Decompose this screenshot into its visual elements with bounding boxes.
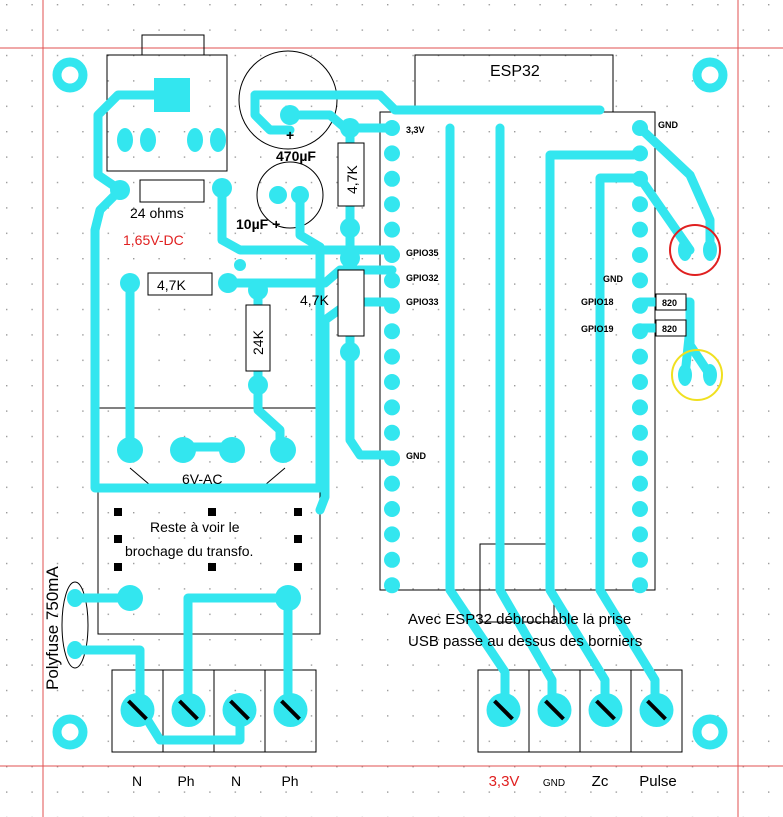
- esp32-pins: [384, 120, 648, 594]
- res47k-c-label: 4,7K: [300, 292, 329, 308]
- resistor-820b-label: 820: [662, 324, 677, 334]
- esp32-pin: [632, 551, 648, 568]
- esp32-pin: [384, 170, 400, 187]
- pin-gnd-left-label: GND: [406, 451, 427, 461]
- terminal-label: GND: [543, 778, 565, 789]
- res24ohm-label: 24 ohms: [130, 205, 184, 221]
- terminal-label: N: [231, 773, 241, 789]
- bias-voltage-label: 1,65V-DC: [123, 232, 184, 248]
- esp32-pin: [384, 145, 400, 162]
- transfo-note-line1: Reste à voir le: [150, 519, 240, 535]
- esp32-pin: [384, 577, 400, 594]
- usb-note-line1: Avec ESP32 débrochable la prise: [408, 611, 631, 628]
- esp32-pin: [384, 221, 400, 238]
- pin-gpio33-label: GPIO33: [406, 297, 439, 307]
- esp32-pin: [632, 374, 648, 390]
- cap470-plus-label: +: [286, 127, 294, 143]
- terminal-label: Pulse: [639, 773, 677, 790]
- pin-3v3-label: 3,3V: [406, 125, 425, 135]
- cap10-label: 10µF +: [236, 216, 280, 232]
- screw-terminal: [120, 693, 155, 727]
- esp32-pin: [384, 424, 400, 441]
- esp32-pin: [632, 475, 648, 492]
- resistor-bodies: [139, 142, 687, 372]
- ac6v-label: 6V-AC: [182, 471, 222, 487]
- pin-gnd-right-mid-label: GND: [603, 274, 624, 284]
- pin-gpio18-label: GPIO18: [581, 297, 614, 307]
- screw-terminal: [171, 693, 206, 727]
- esp32-pin: [384, 348, 400, 365]
- pin-gpio35-label: GPIO35: [406, 248, 439, 258]
- esp32-pin: [384, 323, 400, 340]
- screw-terminal: [639, 693, 674, 727]
- pin-gpio32-label: GPIO32: [406, 273, 439, 283]
- esp32-pin: [632, 297, 648, 314]
- esp32-pin: [632, 120, 648, 136]
- screw-terminal: [588, 693, 623, 727]
- mounting-holes: [52, 57, 728, 750]
- esp32-pin: [384, 475, 400, 492]
- transformer-pins: [114, 508, 302, 571]
- esp32-pin: [632, 348, 648, 365]
- esp32-pin: [632, 450, 648, 467]
- pin-gpio19-label: GPIO19: [581, 324, 614, 334]
- esp32-pin: [384, 120, 400, 136]
- res24k-label: 24K: [250, 329, 266, 355]
- terminal-label: Ph: [281, 773, 298, 789]
- esp32-pin: [384, 247, 400, 263]
- screw-terminal: [486, 693, 521, 727]
- esp32-pin: [384, 196, 400, 213]
- esp32-pin: [384, 297, 400, 314]
- esp32-pin: [632, 247, 648, 263]
- res47k-b-label: 4,7K: [157, 277, 186, 293]
- terminal-label: Ph: [177, 773, 194, 789]
- polyfuse-outline: [61, 581, 89, 669]
- transformer-outline: [97, 407, 321, 635]
- esp32-pin: [632, 399, 648, 416]
- cap470-outline: [238, 50, 338, 150]
- esp32-pin: [384, 501, 400, 517]
- esp32-pin: [632, 221, 648, 238]
- cap470-label: 470µF: [276, 148, 316, 164]
- res47k-a-label: 4,7K: [344, 165, 360, 194]
- esp32-pin: [632, 145, 648, 162]
- pin-gnd-right-top-label: GND: [658, 120, 679, 130]
- terminal-label: Zc: [592, 773, 609, 790]
- esp32-pin: [632, 170, 648, 187]
- esp32-pin: [632, 272, 648, 289]
- esp32-pin: [632, 196, 648, 213]
- polyfuse-label: Polyfuse 750mA: [43, 566, 62, 690]
- esp32-pin: [384, 450, 400, 467]
- esp32-pin: [384, 526, 400, 543]
- esp32-pin: [384, 374, 400, 390]
- transfo-note-line2: brochage du transfo.: [125, 543, 253, 559]
- esp32-label: ESP32: [490, 63, 540, 80]
- screw-terminal: [537, 693, 572, 727]
- screw-terminal: [222, 693, 257, 727]
- cap10-outline: [256, 161, 324, 229]
- red-highlight-circle: [669, 224, 721, 276]
- esp32-pin: [632, 526, 648, 543]
- terminal-label: N: [132, 773, 142, 789]
- esp32-pin: [384, 551, 400, 568]
- usb-note-line2: USB passe au dessus des borniers: [408, 633, 642, 650]
- esp32-pin: [632, 501, 648, 517]
- yellow-highlight-circle: [671, 349, 723, 401]
- terminal-labels-left: N Ph N Ph: [132, 773, 299, 789]
- resistor-820a-label: 820: [662, 298, 677, 308]
- screw-terminal: [273, 693, 308, 727]
- pads: [67, 78, 717, 659]
- esp32-pin: [632, 323, 648, 340]
- esp32-pin: [632, 577, 648, 594]
- terminal-labels-right: 3,3V GND Zc Pulse: [489, 773, 677, 790]
- esp32-pin: [384, 399, 400, 416]
- esp32-pin: [384, 272, 400, 289]
- screw-terminals: [120, 693, 674, 727]
- terminal-label: 3,3V: [489, 773, 520, 790]
- esp32-pin: [632, 424, 648, 441]
